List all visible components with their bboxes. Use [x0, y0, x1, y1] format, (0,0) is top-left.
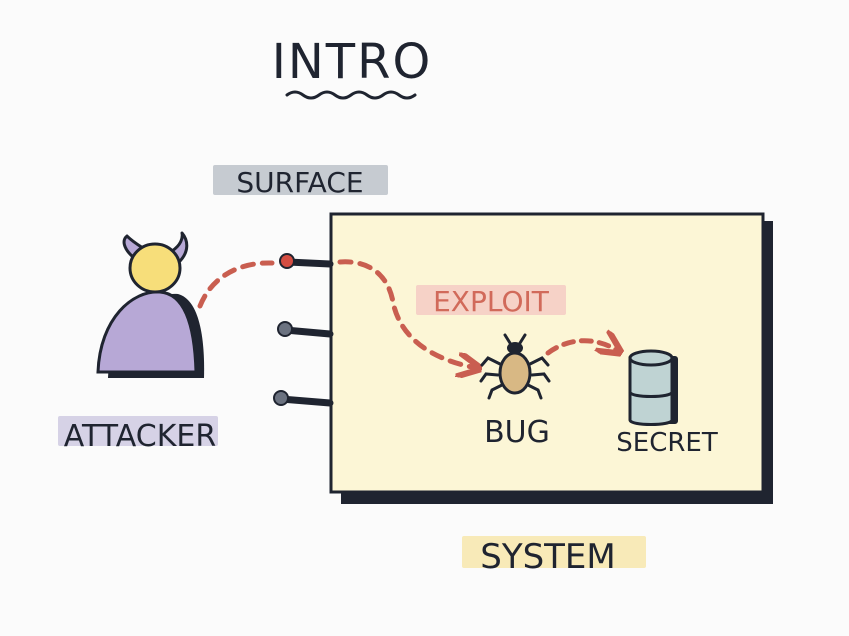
attacker-to-surface-arrow	[197, 260, 275, 309]
attacker-label-highlight	[58, 416, 218, 446]
attacker-head	[128, 242, 182, 294]
surface-label-highlight	[213, 165, 388, 195]
system-label: SYSTEM	[480, 537, 616, 577]
diagram-title: INTRO	[272, 34, 433, 90]
exploit-label-highlight	[416, 285, 566, 315]
exploit-arrow	[337, 259, 477, 368]
bug-icon	[479, 333, 551, 400]
attacker-figure	[96, 231, 205, 378]
surface-label: SURFACE	[236, 166, 363, 199]
secret-database-icon	[628, 349, 678, 426]
surface-port-top	[279, 253, 334, 269]
surface-port-bottom	[273, 390, 334, 407]
title-underline-squiggle	[285, 90, 417, 100]
bug-to-secret-arrow	[545, 341, 618, 353]
surface-port-middle	[277, 321, 334, 338]
exploit-label: EXPLOIT	[433, 285, 550, 318]
system-label-highlight	[462, 536, 646, 568]
attacker-body	[96, 290, 198, 374]
bug-label: BUG	[484, 415, 550, 450]
attacker-label: ATTACKER	[64, 419, 216, 454]
secret-label: SECRET	[616, 428, 718, 458]
